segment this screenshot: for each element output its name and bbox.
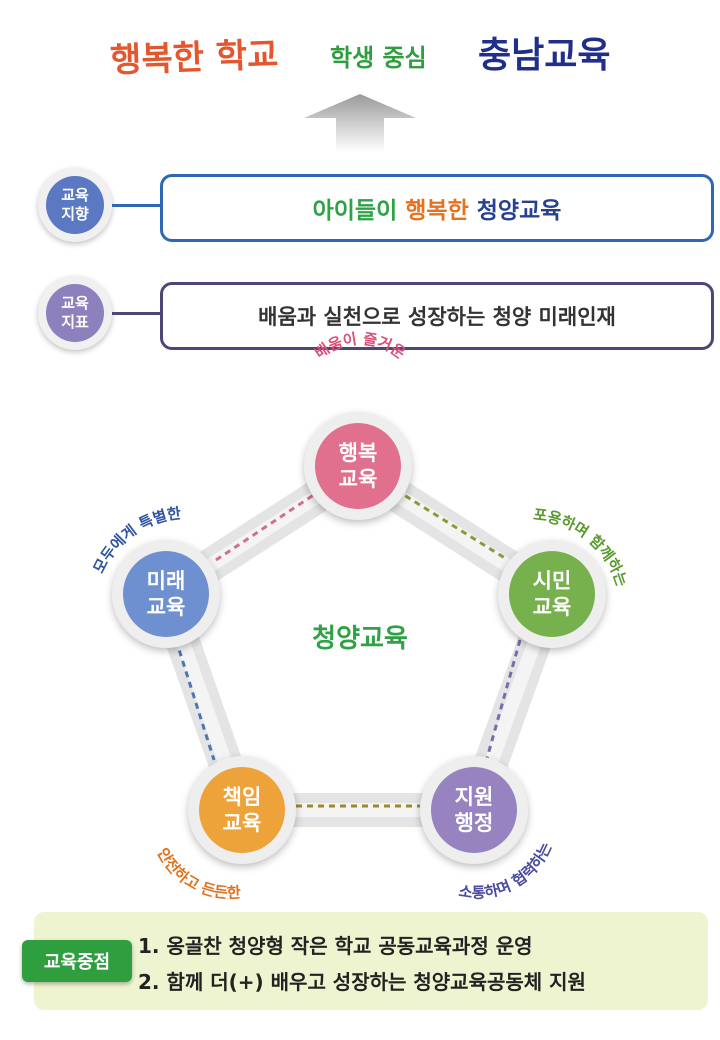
node-future-line1: 미래 xyxy=(146,569,186,593)
node-future-education: 미래 교육 xyxy=(112,540,220,648)
direction-badge-line1: 교육 xyxy=(61,186,89,204)
node-happy-education: 행복 교육 xyxy=(304,412,412,520)
slogan-chungnam-education: 충남교육 xyxy=(478,34,611,76)
focus-box xyxy=(34,912,708,1010)
node-responsibility-education: 책임 교육 xyxy=(188,756,296,864)
caption-happy: 배움이 즐거운 xyxy=(311,330,408,363)
node-happy-line2: 교육 xyxy=(338,467,378,491)
node-responsibility-line1: 책임 xyxy=(222,785,262,809)
goal-box: 배움과 실천으로 성장하는 청양 미래인재 xyxy=(160,282,714,350)
direction-badge: 교육 지향 xyxy=(38,168,112,242)
direction-text-b: 행복한 xyxy=(405,198,469,224)
link-future-happy xyxy=(215,490,319,562)
node-responsibility-line2: 교육 xyxy=(222,811,262,835)
direction-box: 아이들이 행복한 청양교육 xyxy=(160,174,714,242)
direction-connector xyxy=(112,204,162,207)
focus-label: 교육중점 xyxy=(22,940,132,982)
goal-text: 배움과 실천으로 성장하는 청양 미래인재 xyxy=(258,305,616,329)
node-support-line1: 지원 xyxy=(454,785,494,809)
node-future-line2: 교육 xyxy=(146,595,186,619)
node-citizen-line2: 교육 xyxy=(532,595,572,619)
link-happy-citizen xyxy=(395,488,509,562)
slogan-student-centered: 학생 중심 xyxy=(330,43,427,72)
node-happy-line1: 행복 xyxy=(338,441,378,465)
focus-item-1: 1. 옹골찬 청양형 작은 학교 공동교육과정 운영 xyxy=(138,934,533,958)
node-support-line2: 행정 xyxy=(454,811,494,835)
node-citizen-line1: 시민 xyxy=(532,569,572,593)
link-responsibility-future xyxy=(174,639,216,761)
goal-badge: 교육 지표 xyxy=(38,276,112,350)
goal-connector xyxy=(112,312,162,315)
direction-text-c: 청양교육 xyxy=(476,198,562,224)
direction-text-a: 아이들이 xyxy=(312,198,398,224)
node-support-administration: 지원 행정 xyxy=(420,756,528,864)
focus-item-2: 2. 함께 더(+) 배우고 성장하는 청양교육공동체 지원 xyxy=(138,970,586,994)
diagram-center-label: 청양교육 xyxy=(312,624,408,654)
slogan-header: 행복한 학교 학생 중심 충남교육 xyxy=(0,18,720,81)
up-arrow-icon xyxy=(304,94,416,152)
direction-badge-line2: 지향 xyxy=(61,205,89,223)
goal-badge-line1: 교육 xyxy=(61,294,89,312)
goal-badge-line2: 지표 xyxy=(61,313,89,331)
node-citizen-education: 시민 교육 xyxy=(498,540,606,648)
